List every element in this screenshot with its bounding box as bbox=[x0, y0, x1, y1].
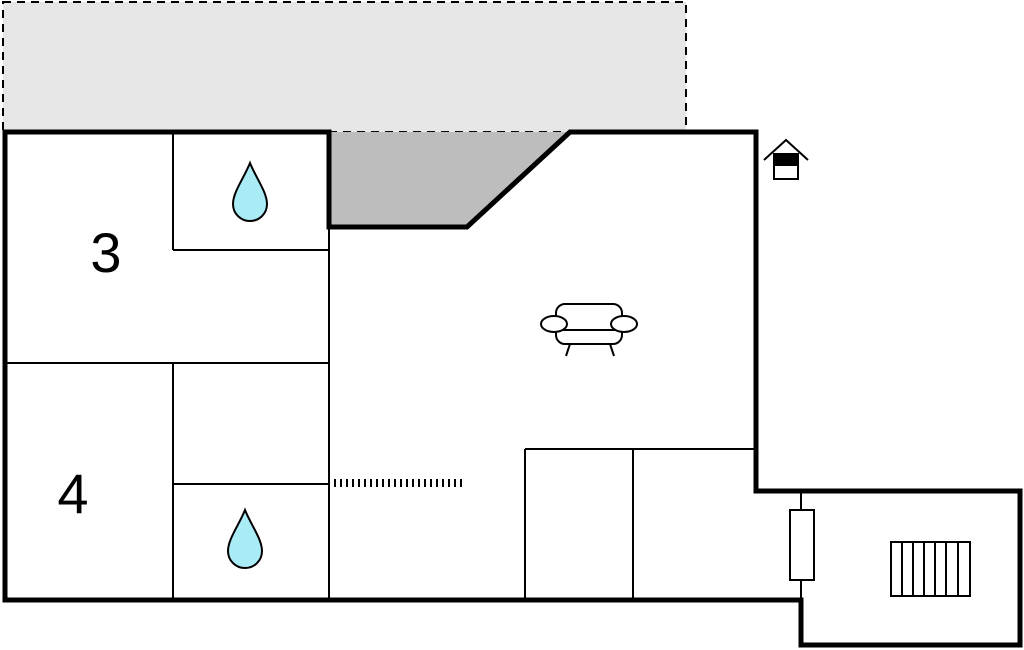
covered-area bbox=[329, 132, 570, 227]
terrace-area bbox=[2, 1, 687, 133]
interior-walls bbox=[5, 132, 756, 600]
water-drop-icon bbox=[231, 160, 269, 223]
sofa-icon bbox=[540, 303, 638, 357]
radiator-icon bbox=[789, 491, 815, 600]
stairs-icon bbox=[890, 541, 971, 597]
room-3-label: 3 bbox=[90, 221, 121, 284]
outer-walls bbox=[2, 129, 1023, 648]
room-4-label: 4 bbox=[57, 462, 88, 525]
house-entrance-icon bbox=[763, 138, 809, 180]
water-drop-icon bbox=[226, 507, 264, 570]
